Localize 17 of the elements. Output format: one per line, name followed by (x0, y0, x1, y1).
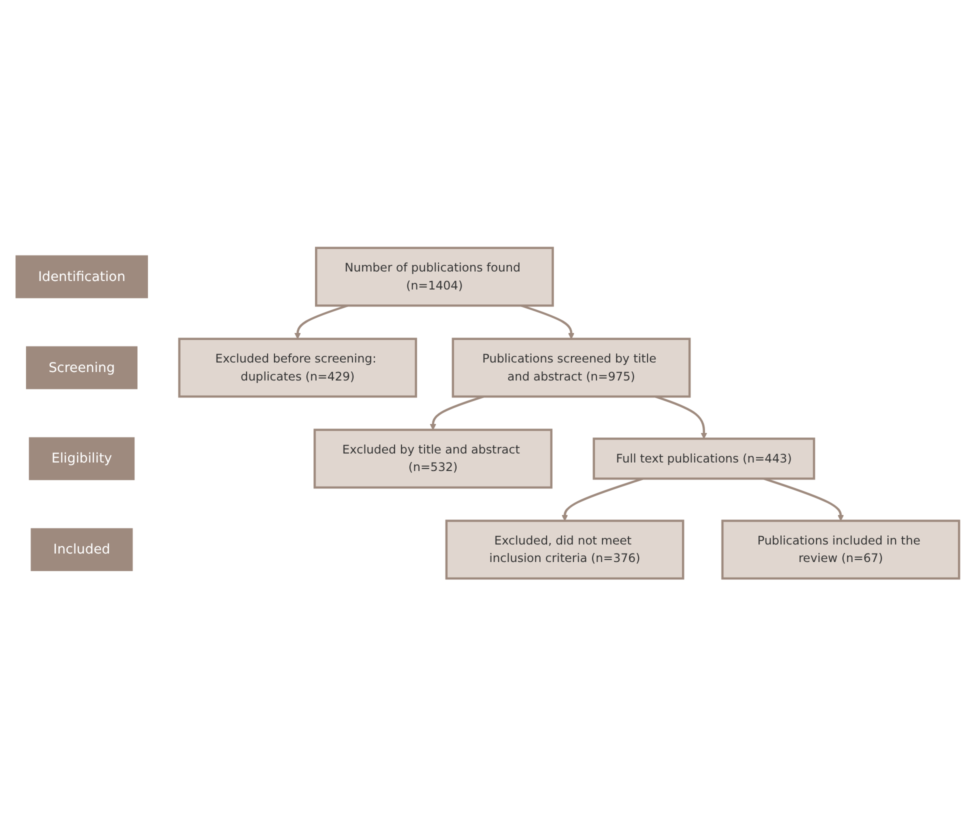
node-box: Publications included in the review (n=67) (721, 519, 960, 580)
arrow (294, 304, 348, 339)
node-box: Number of publications found (n=1404) (315, 246, 554, 306)
node-box: Full text publications (n=443) (592, 437, 816, 480)
node-box: Excluded by title and abstract (n=532) (314, 428, 552, 488)
node-box: Excluded, did not meet inclusion criteria (n=376) (445, 519, 684, 580)
node-box: Included (30, 528, 133, 571)
arrow (562, 477, 644, 521)
node-box: Screening (26, 346, 138, 389)
node-box: Excluded before screening: duplicates (n=429) (178, 338, 418, 398)
arrow (520, 304, 575, 339)
arrow (430, 395, 484, 430)
arrow (655, 395, 708, 439)
node-box: Identification (16, 255, 148, 298)
arrow (764, 477, 844, 521)
node-box: Publications screened by title and abstract (n=975) (452, 338, 691, 398)
node-box: Eligibility (28, 437, 135, 480)
